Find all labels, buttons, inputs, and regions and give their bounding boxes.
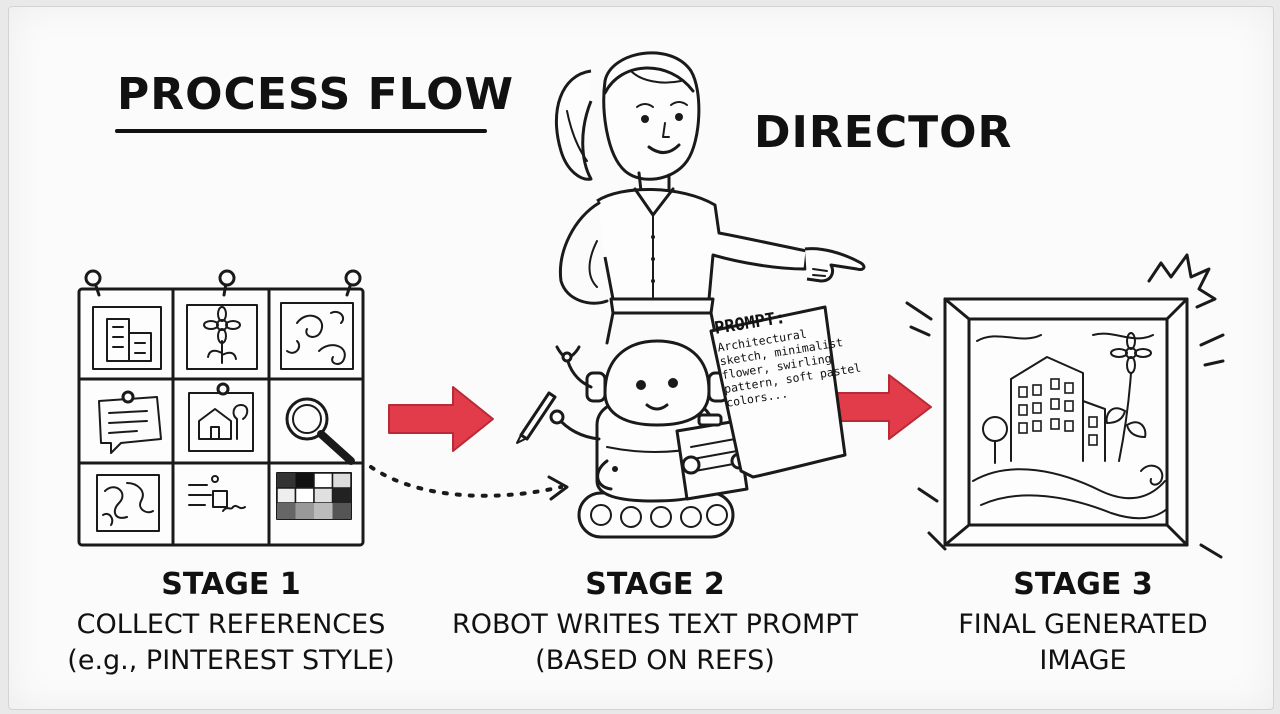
director-label: DIRECTOR	[754, 107, 1013, 158]
dashed-arrow	[369, 465, 569, 501]
flower-icon	[186, 304, 258, 370]
stage-1-line1: COLLECT REFERENCES	[76, 609, 386, 640]
color-swatch-icon	[276, 472, 352, 520]
stage-3-line1: FINAL GENERATED	[958, 609, 1208, 640]
stage-2-heading: STAGE 2	[585, 567, 725, 602]
title-underline	[115, 129, 487, 133]
director-figure	[554, 51, 866, 345]
diagram-illustration	[77, 51, 1225, 559]
house-photo-icon	[188, 382, 254, 452]
stage-3-heading: STAGE 3	[1013, 567, 1153, 602]
push-pin-icon	[84, 269, 362, 297]
text-note-icon	[188, 475, 246, 512]
note-icon	[98, 390, 162, 454]
robot-figure	[516, 339, 749, 539]
stage-2-line2: (BASED ON REFS)	[535, 645, 775, 676]
moodboard	[77, 269, 365, 547]
prompt-paper	[709, 305, 847, 479]
stage-1-heading: STAGE 1	[161, 567, 301, 602]
swirl-icon	[280, 302, 354, 370]
arrow-stage1-to-stage2	[388, 386, 494, 452]
stage-2-line1: ROBOT WRITES TEXT PROMPT	[451, 609, 859, 640]
building-icon	[92, 306, 162, 370]
page-title: PROCESS FLOW	[117, 69, 515, 120]
sketch-icon	[96, 474, 160, 532]
stage-1-line2: (e.g., PINTEREST STYLE)	[67, 645, 395, 676]
stage-3-line2: IMAGE	[1039, 645, 1127, 676]
whiteboard: PROCESS FLOW DIRECTOR	[8, 6, 1274, 710]
magnifier-icon	[285, 397, 355, 465]
final-image-frame	[905, 253, 1225, 559]
